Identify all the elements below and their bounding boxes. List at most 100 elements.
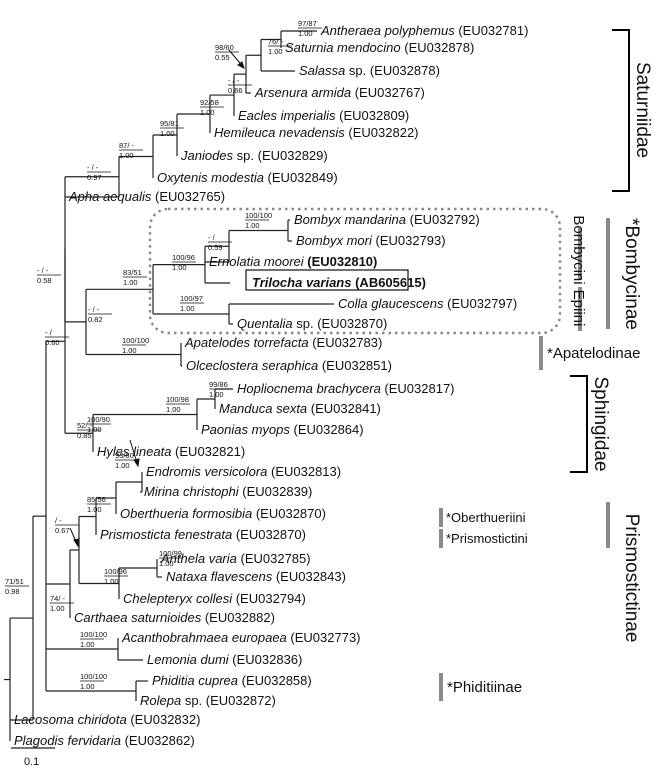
leaf-label: Rolepa sp. (EU032872) [140,693,276,708]
support-value: - / -0.97 [87,163,111,182]
leaf-label: Apha aequalis (EU032765) [68,189,225,204]
svg-text:- / -: - / - [37,266,49,275]
prismostictini-bar [439,529,443,548]
leaf-label: Hopliocnema brachycera (EU032817) [237,381,455,396]
scale-bar-label: 0.1 [24,756,39,768]
leaf-labels: Antheraea polyphemus (EU032781) Saturnia … [14,23,528,748]
support-value: 100/901.00 [87,415,111,434]
support-value: 92/581.00 [200,98,224,117]
phiditiinae-label: *Phiditiinae [447,679,522,696]
support-value: 76/ -1.00 [268,37,292,56]
prismostictinae-label: Prismostictinae [621,514,642,643]
epiini-bar [578,287,582,331]
leaf-label: Apatelodes torrefacta (EU032783) [184,335,382,350]
phiditiinae-bar [439,673,443,701]
bombycinae-bar [606,218,610,329]
node-arrows [69,49,245,548]
leaf-label: Hemileuca nevadensis (EU032822) [214,125,419,140]
saturniidae-bracket [612,29,630,192]
svg-text:1.00: 1.00 [80,640,95,649]
leaf-label: Janiodes sp. (EU032829) [180,148,328,163]
leaf-label: Plagodis fervidaria (EU032862) [14,733,195,748]
svg-text:1.00: 1.00 [209,390,224,399]
svg-text:1.00: 1.00 [87,425,102,434]
svg-text:1.00: 1.00 [123,278,138,287]
leaf-label: Arsenura armida (EU032767) [254,85,425,100]
svg-text:100/96: 100/96 [172,253,195,262]
leaf-label: Nataxa flavescens (EU032843) [166,569,346,584]
svg-text:1.00: 1.00 [104,577,119,586]
svg-text:95/81: 95/81 [160,119,179,128]
svg-text:99/86: 99/86 [209,380,228,389]
leaf-label: Anthela varia (EU032785) [160,551,311,566]
support-value: - / -0.66 [228,76,252,95]
support-value: 100/981.00 [166,395,190,414]
support-value: 74/ -1.00 [50,594,74,613]
svg-text:100/100: 100/100 [80,672,107,681]
svg-text:0.55: 0.55 [215,53,230,62]
svg-text:92/58: 92/58 [200,98,219,107]
svg-text:0.98: 0.98 [5,587,20,596]
leaf-label: Olceclostera seraphica (EU032851) [186,358,392,373]
svg-text:1.00: 1.00 [160,129,175,138]
svg-text:1.00: 1.00 [50,604,65,613]
svg-text:1.00: 1.00 [200,108,215,117]
support-value: 99/861.00 [209,380,233,399]
svg-text:97/87: 97/87 [298,19,317,28]
leaf-label: Manduca sexta (EU032841) [219,401,381,416]
support-value: 97/871.00 [298,19,322,38]
svg-text:1.00: 1.00 [87,505,102,514]
leaf-label: Saturnia mendocino (EU032878) [285,40,474,55]
svg-text:1.00: 1.00 [172,263,187,272]
support-value: 52/ -0.85 [77,421,101,440]
svg-text:98/60: 98/60 [215,43,234,52]
svg-text:1.00: 1.00 [298,29,313,38]
leaf-label: Salassa sp. (EU032878) [299,63,440,78]
saturniidae-label: Saturniidae [632,62,653,158]
svg-text:- / -: - / - [228,76,240,85]
svg-text:1.00: 1.00 [115,461,130,470]
support-value: 100/961.00 [172,253,196,272]
svg-text:1.00: 1.00 [159,559,174,568]
svg-text:1.00: 1.00 [268,47,283,56]
svg-text:0.67: 0.67 [55,526,70,535]
svg-text:52/ -: 52/ - [77,421,93,430]
leaf-label: Quentalia sp. (EU032870) [237,316,387,331]
svg-text:100/100: 100/100 [80,630,107,639]
svg-text:100/96: 100/96 [104,567,127,576]
oberthueriini-bar [439,508,443,527]
tree-branches [4,30,334,741]
svg-text:74/ -: 74/ - [50,594,66,603]
leaf-label: Oberthueria formosibia (EU032870) [120,506,326,521]
sphingidae-bracket [570,375,588,473]
svg-text:0.97: 0.97 [87,173,102,182]
svg-text:100/98: 100/98 [166,395,189,404]
svg-text:83/51: 83/51 [123,268,142,277]
leaf-label: Carthaea saturnioides (EU032882) [74,610,275,625]
svg-text:- /: - / [208,233,216,242]
svg-text:1.00: 1.00 [119,151,134,160]
epiini-label: Epiini [570,290,587,327]
oberthueriini-label: *Oberthueriini [446,510,526,525]
svg-text:76/ -: 76/ - [268,37,284,46]
svg-text:1.00: 1.00 [245,221,260,230]
svg-text:1.00: 1.00 [166,405,181,414]
support-value: - /0.60 [45,328,69,347]
svg-text:87/ -: 87/ - [119,141,135,150]
svg-text:85/56: 85/56 [87,495,106,504]
support-value: - / -0.58 [37,266,61,285]
bombycini-bar [578,228,582,280]
support-value: 100/961.00 [104,567,128,586]
bombycinae-box [148,207,562,335]
leaf-label: Antheraea polyphemus (EU032781) [320,23,528,38]
leaf-label: Paonias myops (EU032864) [201,422,364,437]
apatelodinae-bar [539,336,543,370]
svg-text:0.66: 0.66 [228,86,243,95]
svg-text:- /: - / [45,328,53,337]
svg-text:0.85: 0.85 [77,431,92,440]
leaf-label: Mirina christophi (EU032839) [144,484,312,499]
